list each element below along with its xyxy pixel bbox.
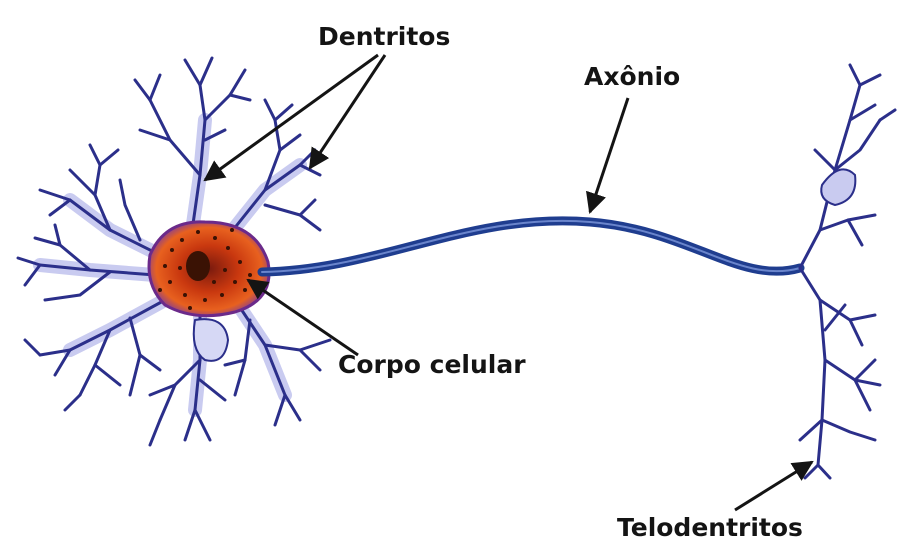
dentrites-label: Dentritos (318, 22, 450, 51)
axon-arrow (590, 98, 628, 212)
axon (262, 221, 800, 272)
terminal-arrow (735, 462, 812, 510)
cell-body (149, 222, 269, 316)
nucleus (186, 251, 210, 281)
dendrite-arrow-1 (205, 55, 378, 180)
terminal-shading (821, 169, 855, 205)
dendrite-arrow-2 (310, 55, 385, 168)
cell-body-label: Corpo celular (338, 350, 526, 379)
annotation-arrows (205, 55, 812, 510)
axon-terminals-label: Telodentritos (617, 513, 803, 542)
axon-label: Axônio (584, 62, 680, 91)
axon-terminals (800, 65, 895, 478)
